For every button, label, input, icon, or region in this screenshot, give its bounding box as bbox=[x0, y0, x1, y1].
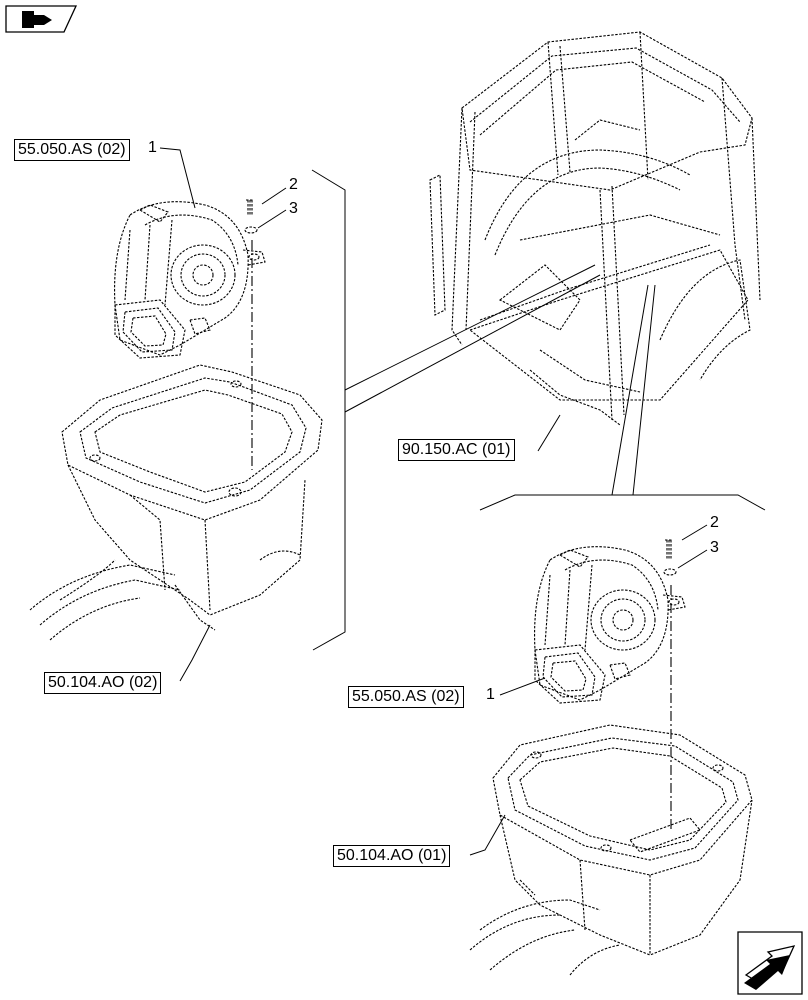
leader-cab bbox=[537, 414, 561, 452]
view-line-right bbox=[479, 494, 766, 511]
next-page-arrow-icon[interactable] bbox=[737, 931, 803, 995]
blower-upper bbox=[114, 199, 266, 359]
view-pointer-upper-2 bbox=[344, 274, 601, 413]
leader-upper-1 bbox=[159, 147, 196, 209]
leader-upper-2 bbox=[261, 187, 287, 205]
view-pointer-upper bbox=[344, 264, 596, 391]
leader-upper-3 bbox=[257, 209, 287, 229]
view-line-left bbox=[311, 169, 346, 651]
callout-upper-2: 2 bbox=[289, 176, 298, 193]
callout-upper-1: 1 bbox=[148, 139, 157, 156]
leader-lower-3 bbox=[677, 549, 708, 569]
ref-cab-frame[interactable]: 90.150.AC (01) bbox=[398, 439, 515, 461]
leader-blower-lower bbox=[499, 677, 546, 696]
ref-housing-upper[interactable]: 50.104.AO (02) bbox=[44, 672, 162, 694]
view-pointer-lower bbox=[611, 284, 649, 496]
housing-upper bbox=[29, 364, 323, 641]
book-page-arrow-icon[interactable] bbox=[5, 5, 78, 33]
housing-lower bbox=[469, 724, 753, 976]
callout-lower-2: 2 bbox=[710, 514, 719, 531]
ref-housing-lower[interactable]: 50.104.AO (01) bbox=[333, 845, 451, 867]
blower-lower bbox=[534, 539, 686, 704]
leader-lower-2 bbox=[681, 524, 708, 541]
view-pointer-lower-2 bbox=[632, 284, 656, 496]
ref-blower-lower[interactable]: 55.050.AS (02) bbox=[348, 686, 464, 708]
cab-frame bbox=[429, 31, 761, 426]
callout-lower-1: 1 bbox=[486, 686, 495, 703]
ref-blower-upper[interactable]: 55.050.AS (02) bbox=[14, 139, 130, 161]
leader-housing-lower bbox=[469, 814, 506, 856]
callout-upper-3: 3 bbox=[289, 200, 298, 217]
callout-lower-3: 3 bbox=[710, 539, 719, 556]
leader-housing-upper bbox=[179, 624, 211, 682]
